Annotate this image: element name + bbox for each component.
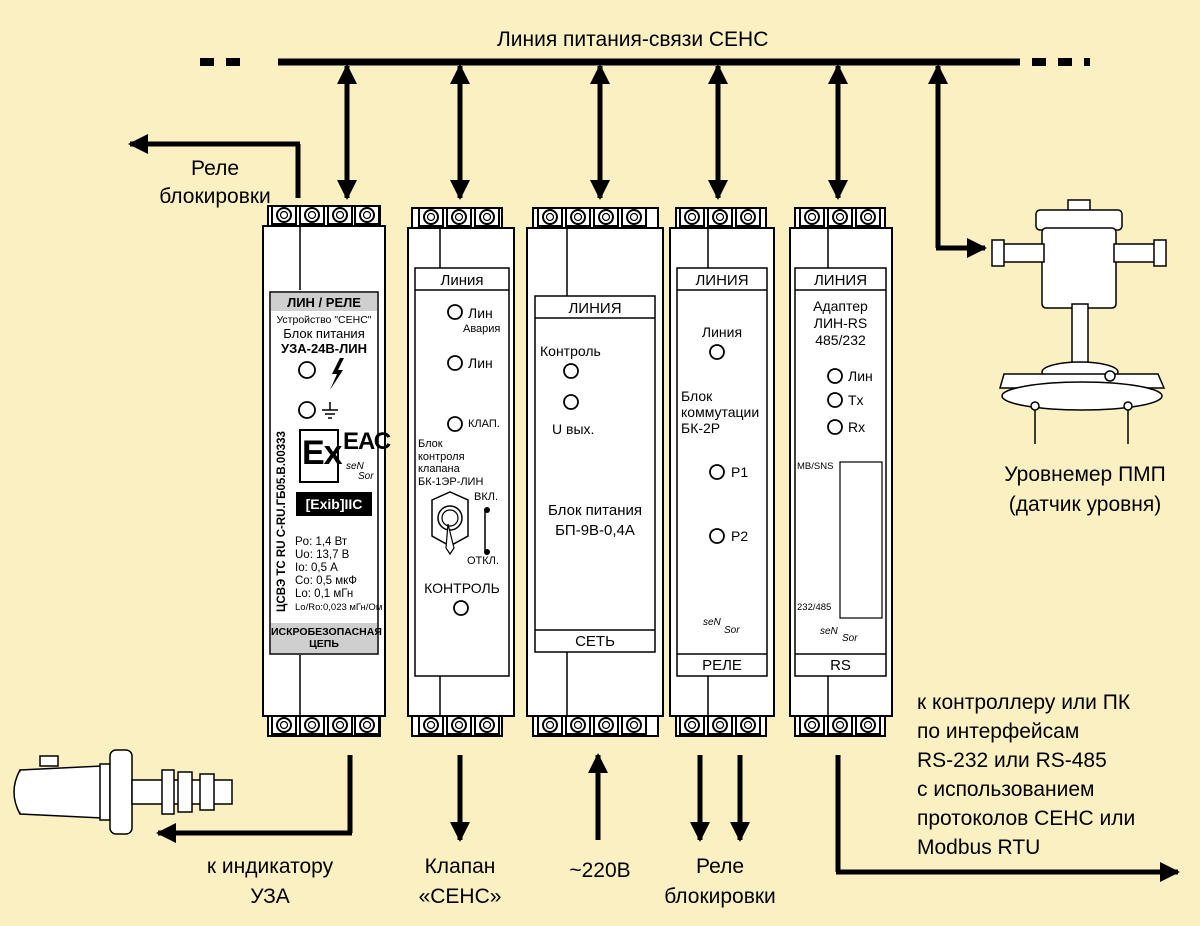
m5-logo-top: seN — [820, 626, 838, 637]
m1-logo-bottom: Sor — [358, 471, 374, 482]
sensor-label: Уровнемер ПМП(датчик уровня) — [1004, 463, 1166, 516]
m5-rx-label: Rx — [848, 419, 866, 435]
m5-rs-label: 232/485 — [797, 602, 832, 613]
indicator-device — [13, 749, 233, 835]
m4-led1-label: Линия — [701, 324, 743, 340]
level-sensor — [991, 199, 1167, 444]
m4-logo-top: seN — [703, 617, 721, 628]
bus-label: Линия питания-связи СЕНС — [497, 28, 769, 51]
m4-logo-bottom: Sor — [724, 625, 740, 636]
m5-tx-label: Tx — [848, 392, 864, 408]
m2-header: Линия — [440, 272, 484, 289]
m5-header: ЛИНИЯ — [813, 272, 868, 289]
m5-lin-label: Лин — [848, 368, 873, 384]
relay-top-arrow — [128, 134, 301, 198]
module-uza — [262, 205, 386, 737]
valve-label: Клапан«СЕНС» — [418, 855, 502, 908]
module-rs — [789, 207, 893, 737]
m2-led3-label: КЛАП. — [468, 418, 500, 430]
m4-footer: РЕЛЕ — [702, 657, 742, 674]
m5-mb-label: MB/SNS — [797, 461, 834, 472]
m2-led1-label: Лин — [468, 305, 493, 321]
bus-drops — [337, 64, 848, 200]
m4-p1-label: Р1 — [731, 464, 749, 480]
exib-badge: [Exib]IIC — [305, 496, 363, 512]
m4-p2-label: Р2 — [731, 528, 749, 544]
m2-on-label: ВКЛ. — [474, 491, 499, 503]
ex-mark: Ex — [302, 434, 343, 472]
m1-cert: ЦСВЭ ТС RU C-RU.ГБ05.В.00333 — [276, 431, 288, 612]
m3-header: ЛИНИЯ — [568, 300, 622, 317]
m3-led1-label: Контроль — [540, 343, 601, 359]
m5-footer: RS — [830, 657, 851, 674]
bottom-arrows — [156, 753, 1180, 882]
power-label: ~220В — [569, 859, 631, 882]
m2-led2-label: Лин — [468, 355, 493, 371]
m1-logo-top: seN — [346, 461, 364, 472]
m1-header: ЛИН / РЕЛЕ — [287, 295, 361, 310]
m2-control-label: КОНТРОЛЬ — [424, 580, 500, 596]
module-bk1 — [407, 207, 515, 737]
m1-model: УЗА-24В-ЛИН — [281, 341, 367, 356]
m1-type: Блок питания — [283, 326, 365, 341]
module-bp — [526, 207, 664, 737]
m4-header: ЛИНИЯ — [695, 272, 749, 289]
m1-device: Устройство "СЕНС" — [276, 314, 372, 326]
m3-led2-label: U вых. — [552, 421, 595, 437]
eac-mark: ЕАС — [343, 428, 391, 455]
sensor-link — [928, 64, 987, 258]
m2-led1-sub: Авария — [463, 323, 501, 335]
m5-logo-bottom: Sor — [842, 633, 858, 644]
module-bk2 — [669, 207, 775, 737]
m3-footer: СЕТЬ — [575, 633, 615, 650]
m2-off-label: ОТКЛ. — [467, 555, 499, 567]
